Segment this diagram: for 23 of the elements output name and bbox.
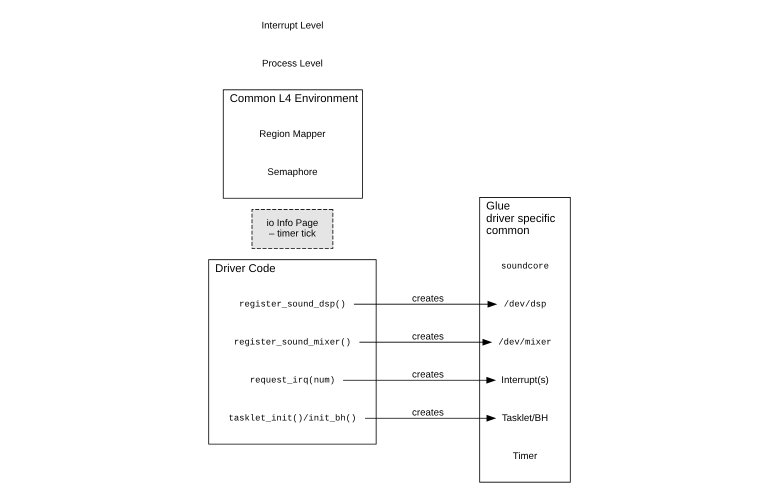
node-text: Tasklet/BH	[501, 412, 548, 424]
arrow	[358, 338, 492, 346]
arrow	[364, 414, 496, 422]
edge-label: creates	[412, 293, 444, 304]
edge-label: creates	[412, 331, 444, 342]
edge-label: creates	[412, 408, 444, 419]
node-text: /dev/dsp	[503, 299, 546, 310]
node-text: Interrupt(s)	[500, 374, 548, 386]
node-text: Semaphore	[266, 166, 317, 178]
arrow	[353, 300, 497, 308]
node-text: request_irq(num)	[249, 376, 335, 386]
node-text: Timer	[512, 450, 537, 462]
node-box: io Info Page – timer tick	[251, 209, 333, 249]
edge-label: creates	[412, 369, 444, 380]
arrow	[342, 376, 496, 384]
node-text: register_sound_dsp()	[238, 299, 346, 310]
node-text: tasklet_init()/init_bh()	[228, 414, 356, 424]
label: Process Level	[262, 58, 322, 70]
label: Interrupt Level	[260, 20, 323, 32]
node-text: soundcore	[500, 261, 548, 272]
node-text: Region Mapper	[258, 128, 326, 140]
node-text: /dev/mixer	[498, 337, 552, 348]
node-text: register_sound_mixer()	[233, 337, 351, 348]
